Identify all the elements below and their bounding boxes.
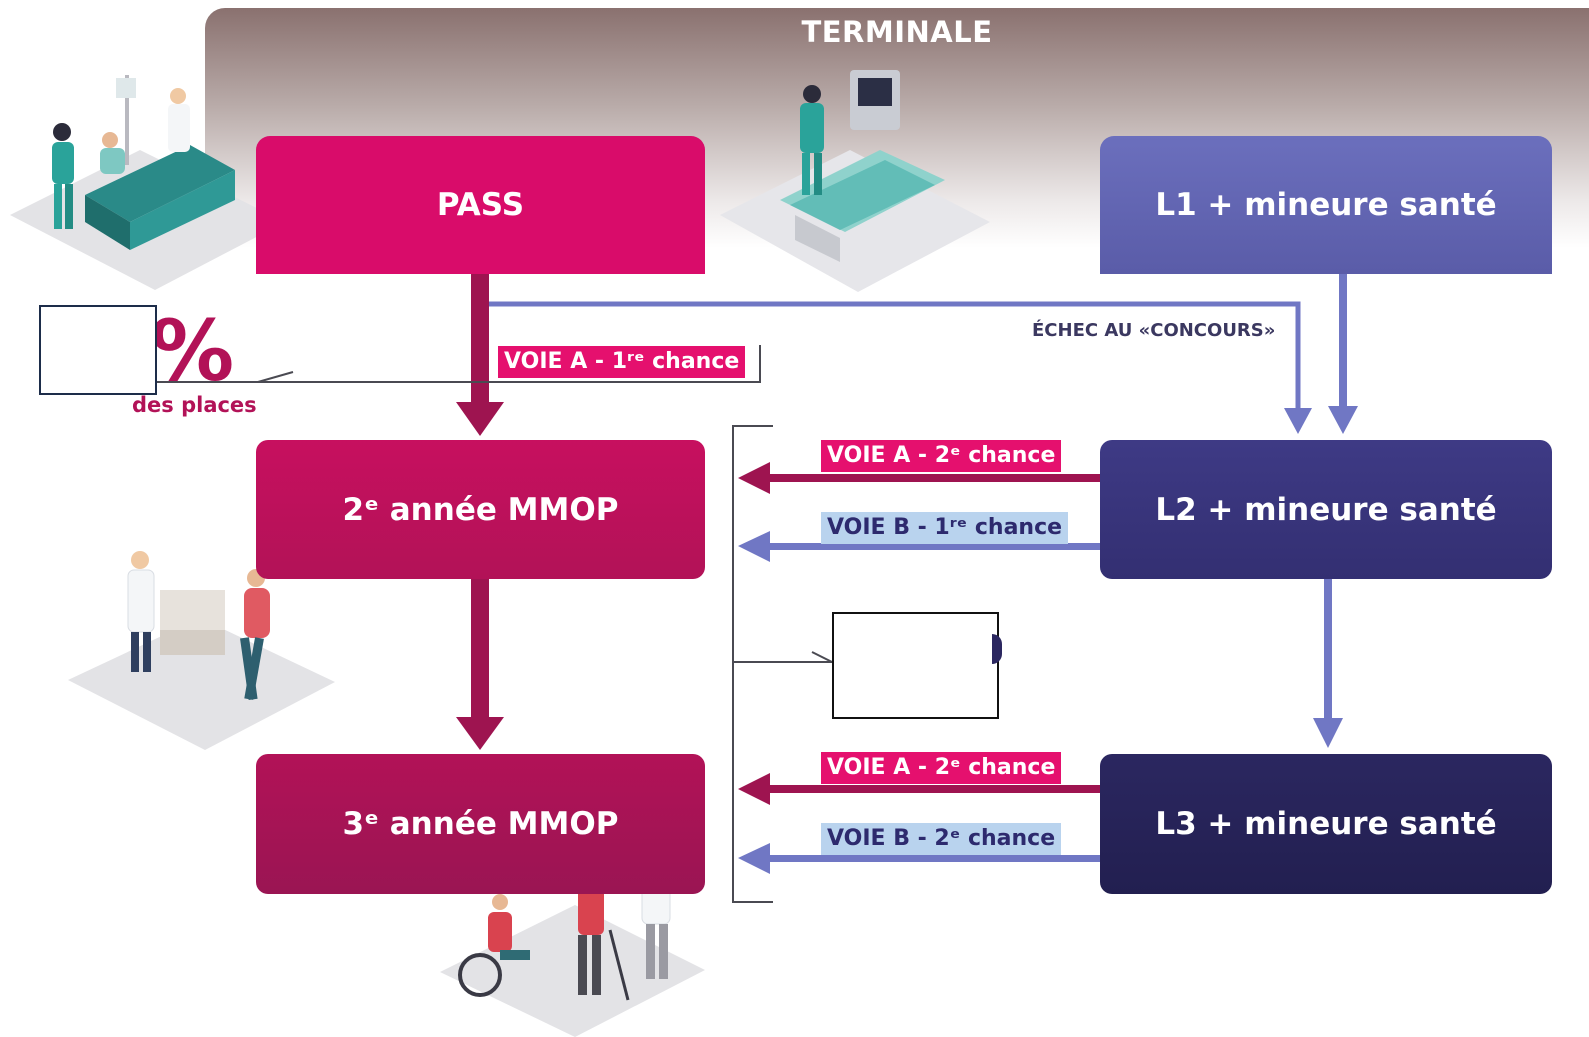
mmop-year3-box: 3ᵉ année MMOP [256,754,705,894]
percent-callout-line [156,345,761,383]
l3-voie-b-tag: VOIE B - 2ᵉ chance [821,823,1062,855]
voie-bracket [732,425,773,903]
l1-box: L1 + mineure santé [1100,136,1552,274]
pass-failure-arrow [489,301,1312,434]
hospital-bed-illustration [10,75,285,290]
l2-box: L2 + mineure santé [1100,440,1552,579]
l2-voie-a-tag: VOIE A - 2ᵉ chance [821,440,1062,472]
consultation-illustration [68,551,335,750]
l1-to-l2-arrow [1328,274,1358,434]
pass-box: PASS [256,136,705,274]
l3-box: L3 + mineure santé [1100,754,1552,894]
echec-concours-label: ÉCHEC AU «CONCOURS» [1032,320,1276,341]
l3-voie-b-arrow [738,843,1100,874]
l2-to-l3-arrow [1313,579,1343,748]
terminale-title: TERMINALE [801,15,993,49]
bracket-callout-tick [811,651,833,663]
pass-voie-a-tag: VOIE A - 1ʳᵉ chance [498,346,746,378]
l3-voie-a-arrow [738,773,1100,805]
redaction-box-percent [39,305,157,395]
l3-voie-a-tag: VOIE A - 2ᵉ chance [821,752,1062,784]
redaction-box-bracket [832,612,999,719]
redaction-overflow-mark [992,634,1002,664]
surgery-illustration [720,70,990,292]
mmop-year2-box: 2ᵉ année MMOP [256,440,705,579]
mmop2-to-mmop3-arrow [456,579,504,750]
percent-callout-tick [257,371,294,383]
l2-voie-b-arrow [738,531,1100,562]
pass-to-mmop2-arrow [456,274,504,436]
percent-sign: % [150,302,235,400]
des-places-label: des places [132,393,257,417]
l2-voie-b-tag: VOIE B - 1ʳᵉ chance [821,512,1069,544]
l2-voie-a-arrow [738,462,1100,494]
